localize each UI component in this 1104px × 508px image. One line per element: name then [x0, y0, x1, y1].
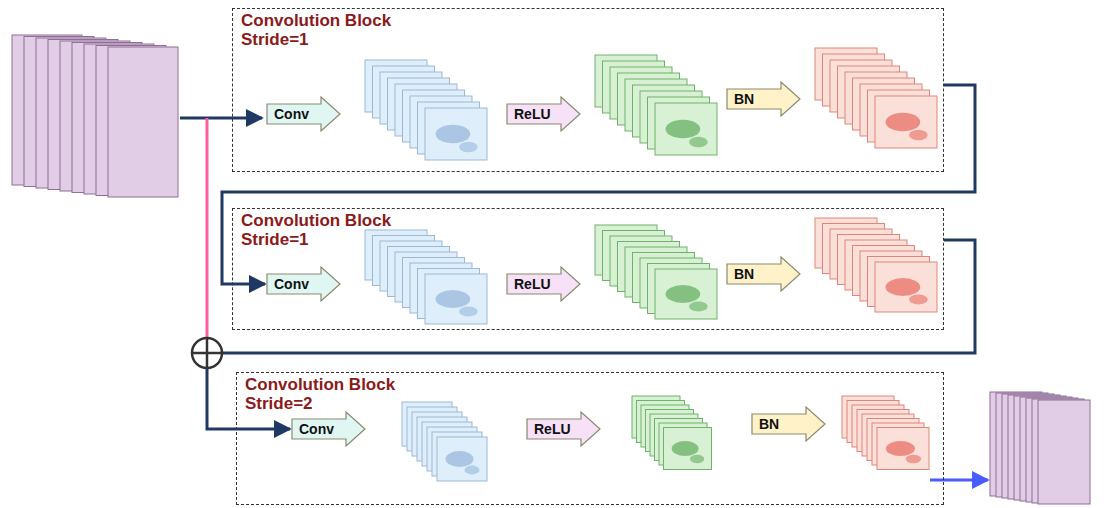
map-texture — [672, 441, 699, 456]
map-texture — [666, 120, 701, 139]
arrow-outline — [267, 267, 340, 301]
sum-cross — [192, 338, 222, 368]
operation-arrow: ReLU — [526, 411, 601, 447]
operation-label: ReLU — [526, 411, 601, 447]
operation-label: ReLU — [506, 96, 581, 132]
operation-label: Conv — [266, 96, 341, 132]
connector — [222, 85, 975, 284]
map-layer — [108, 47, 178, 197]
connector — [207, 240, 975, 429]
map-layer — [655, 269, 717, 319]
map-layer — [425, 274, 487, 324]
map-layer — [437, 437, 487, 481]
block-heading: Convolution Block Stride=2 — [245, 375, 410, 413]
operation-arrow: BN — [751, 406, 826, 442]
sum-circle — [192, 338, 222, 368]
map-layer — [1038, 400, 1090, 504]
map-texture — [446, 451, 474, 467]
map-layer — [875, 262, 937, 312]
operation-arrow: ReLU — [506, 96, 581, 132]
convolution-block: Convolution Block Stride=1Conv ReLU BN — [232, 208, 944, 330]
arrow-outline — [267, 97, 340, 131]
map-texture — [436, 125, 471, 144]
operation-label: Conv — [291, 411, 366, 447]
map-texture — [886, 113, 921, 132]
map-layer — [875, 96, 937, 148]
map-texture — [666, 285, 701, 303]
map-texture — [465, 466, 480, 475]
arrow-outline — [727, 257, 800, 291]
map-layer — [425, 108, 487, 160]
feature-maps — [12, 35, 1090, 504]
map-layer — [655, 103, 717, 155]
skip-line — [206, 118, 209, 340]
map-texture — [459, 142, 478, 152]
map-texture — [909, 130, 928, 140]
operation-label: BN — [726, 256, 801, 292]
map-texture — [436, 290, 471, 308]
operation-label: BN — [726, 81, 801, 117]
operation-arrow: BN — [726, 81, 801, 117]
map-texture — [906, 455, 922, 463]
operation-label: ReLU — [506, 266, 581, 302]
map-layer — [664, 428, 712, 470]
arrow-outline — [292, 412, 365, 446]
operation-arrow: Conv — [291, 411, 366, 447]
operation-label: Conv — [266, 266, 341, 302]
map-texture — [459, 307, 478, 317]
operation-arrow: Conv — [266, 266, 341, 302]
convolution-block: Convolution Block Stride=1Conv ReLU BN — [232, 8, 944, 172]
operation-arrow: ReLU — [506, 266, 581, 302]
map-texture — [909, 295, 928, 305]
map-texture — [689, 137, 708, 147]
map-layer — [877, 428, 929, 470]
block-heading: Convolution Block Stride=1 — [241, 211, 406, 249]
output-arrow — [930, 479, 988, 482]
map-texture — [886, 278, 921, 296]
operation-label: BN — [751, 406, 826, 442]
operation-arrow: BN — [726, 256, 801, 292]
map-texture — [886, 441, 915, 456]
input-arrow — [180, 117, 262, 120]
block-heading: Convolution Block Stride=1 — [241, 11, 406, 49]
convolution-block: Convolution Block Stride=2Conv ReLU BN — [236, 372, 944, 505]
map-texture — [690, 455, 704, 463]
arrow-outline — [507, 267, 580, 301]
arrow-outline — [727, 82, 800, 116]
arrow-outline — [527, 412, 600, 446]
map-texture — [689, 302, 708, 312]
operation-arrow: Conv — [266, 96, 341, 132]
arrow-outline — [507, 97, 580, 131]
arrow-outline — [752, 407, 825, 441]
